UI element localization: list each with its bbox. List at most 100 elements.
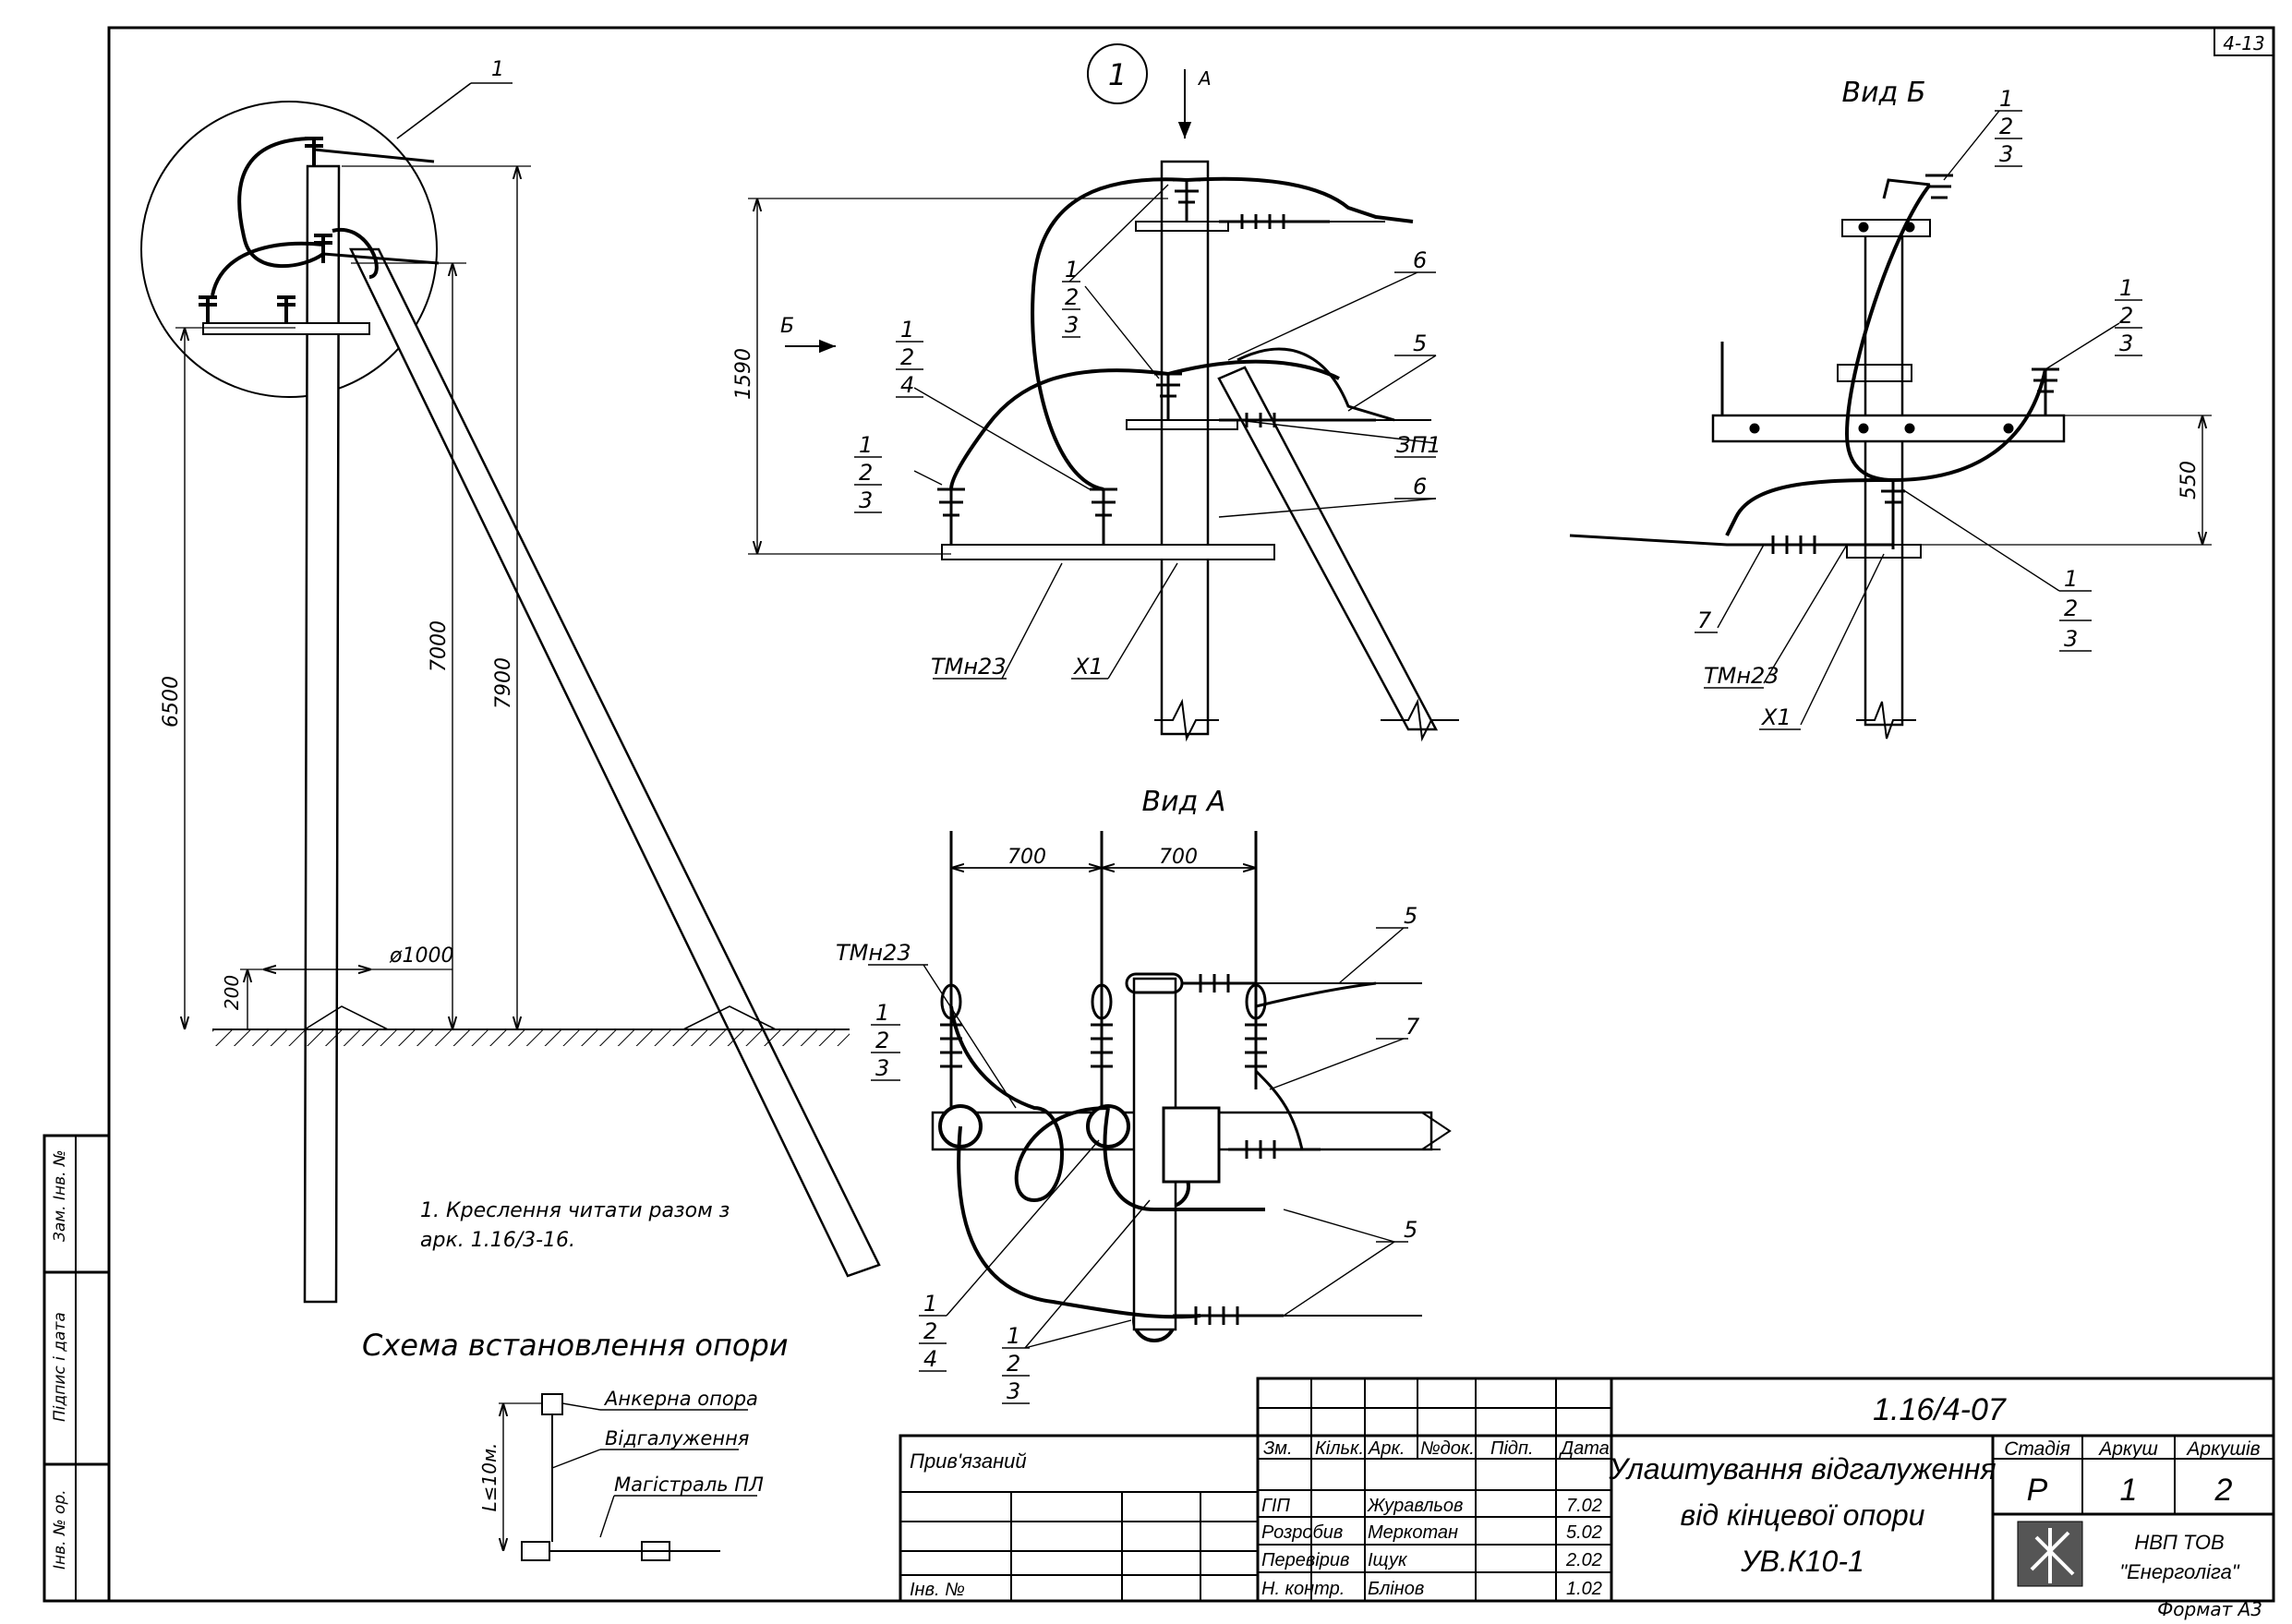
- inv-no: Інв. №: [910, 1580, 965, 1600]
- svg-text:1: 1: [900, 317, 914, 343]
- dim-7900: 7900: [492, 657, 515, 709]
- side-stamp: Зам. Інв. № Підпис і дата Інв. № ор.: [42, 1134, 111, 1603]
- svg-text:2: 2: [1007, 1351, 1020, 1377]
- svg-text:3: 3: [2064, 626, 2078, 652]
- dim-6500: 6500: [160, 676, 183, 728]
- privyazanyi: Прив'язаний: [910, 1450, 1027, 1473]
- svg-text:Зм.: Зм.: [1263, 1438, 1293, 1459]
- main-pole: [303, 164, 341, 1304]
- svg-text:1: 1: [2064, 566, 2078, 592]
- dim-1590: 1590: [732, 348, 755, 400]
- svg-text:1: 1: [2120, 1473, 2138, 1508]
- title-line-1: Улаштування відгалуження: [1608, 1452, 1996, 1486]
- svg-text:№док.: №док.: [1420, 1438, 1475, 1459]
- node-labels: 1 2 3 1 2 4 1 2 3 6 5 ЗП1 6 ТМн23 Х1: [859, 247, 1442, 680]
- scheme-anchor: Анкерна опора: [603, 1388, 758, 1410]
- svg-text:ТМн23: ТМн23: [836, 940, 911, 966]
- dim-700-left: 700: [1007, 846, 1046, 869]
- stamp-inv-orig: Інв. № ор.: [51, 1489, 69, 1570]
- svg-text:Підп.: Підп.: [1490, 1438, 1534, 1459]
- svg-text:7: 7: [1405, 1014, 1420, 1040]
- svg-text:3: 3: [1999, 141, 2013, 167]
- node-circle-label: 1: [1108, 57, 1127, 92]
- svg-text:5: 5: [1413, 331, 1427, 356]
- sheet-code-box: [2214, 27, 2274, 56]
- dim-700-right: 700: [1159, 846, 1198, 869]
- svg-text:Стадія: Стадія: [2004, 1438, 2070, 1460]
- svg-text:2: 2: [859, 460, 873, 486]
- svg-text:1: 1: [875, 1000, 889, 1026]
- svg-text:ГІП: ГІП: [1261, 1496, 1290, 1516]
- company-line-2: "Енерголіга": [2119, 1560, 2240, 1583]
- svg-text:3: 3: [1065, 312, 1079, 338]
- svg-text:2: 2: [2119, 303, 2133, 329]
- svg-text:ТМн23: ТМн23: [1704, 663, 1779, 689]
- svg-text:Іщук: Іщук: [1368, 1550, 1408, 1570]
- svg-text:7.02: 7.02: [1566, 1496, 1602, 1516]
- svg-text:2.02: 2.02: [1565, 1550, 1602, 1570]
- svg-text:Н. контр.: Н. контр.: [1261, 1579, 1345, 1599]
- title-block: [899, 1377, 2275, 1603]
- view-a: [868, 831, 1452, 1404]
- svg-text:Х1: Х1: [1072, 654, 1104, 680]
- dim-7000: 7000: [428, 620, 451, 672]
- svg-text:Кільк.: Кільк.: [1315, 1438, 1364, 1459]
- svg-text:1.02: 1.02: [1566, 1579, 1602, 1599]
- svg-text:1: 1: [1065, 257, 1079, 283]
- svg-text:1: 1: [2119, 275, 2133, 301]
- svg-text:ЗП1: ЗП1: [1396, 432, 1442, 458]
- title-line-2: від кінцевої опори: [1681, 1498, 1925, 1532]
- svg-text:7: 7: [1697, 607, 1712, 633]
- note-line-2: арк. 1.16/3-16.: [420, 1229, 575, 1252]
- title-line-3: УВ.К10-1: [1740, 1545, 1864, 1578]
- svg-text:ТМн23: ТМн23: [931, 654, 1007, 680]
- sheet-code: 4-13: [2223, 32, 2264, 54]
- svg-text:6: 6: [1413, 474, 1427, 499]
- svg-text:5: 5: [1404, 1217, 1417, 1243]
- note-line-1: 1. Креслення читати разом з: [420, 1199, 730, 1222]
- view-b: [1569, 110, 2212, 740]
- svg-text:4: 4: [923, 1346, 937, 1372]
- stamp-pidpys: Підпис і дата: [51, 1312, 69, 1422]
- svg-text:Арк.: Арк.: [1368, 1438, 1405, 1459]
- node-pole: [1160, 160, 1210, 736]
- svg-text:2: 2: [2064, 595, 2078, 621]
- strut-pole: [349, 247, 881, 1278]
- arrow-a-label: А: [1197, 67, 1212, 90]
- svg-text:Х1: Х1: [1760, 704, 1791, 730]
- detail-circle: [140, 101, 438, 398]
- pole-installation-view: [140, 82, 881, 1304]
- svg-text:2: 2: [1999, 114, 2013, 139]
- svg-text:1: 1: [923, 1291, 937, 1317]
- svg-text:3: 3: [1007, 1378, 1020, 1404]
- svg-text:1: 1: [859, 432, 873, 458]
- view-a-title: Вид А: [1142, 786, 1226, 818]
- view-a-labels: ТМн23 1 2 3 5 7 5 1 2 4 1 2 3: [836, 903, 1420, 1404]
- svg-text:Р: Р: [2027, 1473, 2048, 1508]
- svg-text:6: 6: [1413, 247, 1427, 273]
- scheme-title: Схема встановлення опори: [362, 1328, 789, 1363]
- svg-text:1: 1: [1007, 1323, 1020, 1349]
- scheme-main: Магістраль ПЛ: [614, 1474, 764, 1496]
- dim-1000: ø1000: [389, 944, 453, 968]
- node-detail-view: [748, 43, 1459, 742]
- left-callout-1: 1: [491, 58, 504, 81]
- scheme-dim: L≤10м.: [478, 1443, 501, 1512]
- svg-text:Меркотан: Меркотан: [1368, 1522, 1458, 1543]
- title-block-text: 1.16/4-07 Прив'язаний Інв. № Зм. Кільк. …: [910, 1392, 2261, 1600]
- dim-200: 200: [221, 975, 243, 1010]
- svg-text:2: 2: [1065, 284, 1079, 310]
- svg-text:2: 2: [875, 1028, 889, 1053]
- designation: 1.16/4-07: [1873, 1392, 2007, 1427]
- svg-text:Дата: Дата: [1559, 1438, 1610, 1459]
- svg-text:Аркуш: Аркуш: [2097, 1438, 2158, 1460]
- svg-text:Блінов: Блінов: [1368, 1579, 1424, 1599]
- svg-text:3: 3: [875, 1055, 889, 1081]
- svg-text:Аркушів: Аркушів: [2185, 1438, 2260, 1460]
- svg-text:2: 2: [900, 344, 914, 370]
- svg-text:5: 5: [1404, 903, 1417, 929]
- svg-text:4: 4: [900, 372, 914, 398]
- svg-text:Перевірив: Перевірив: [1261, 1550, 1349, 1570]
